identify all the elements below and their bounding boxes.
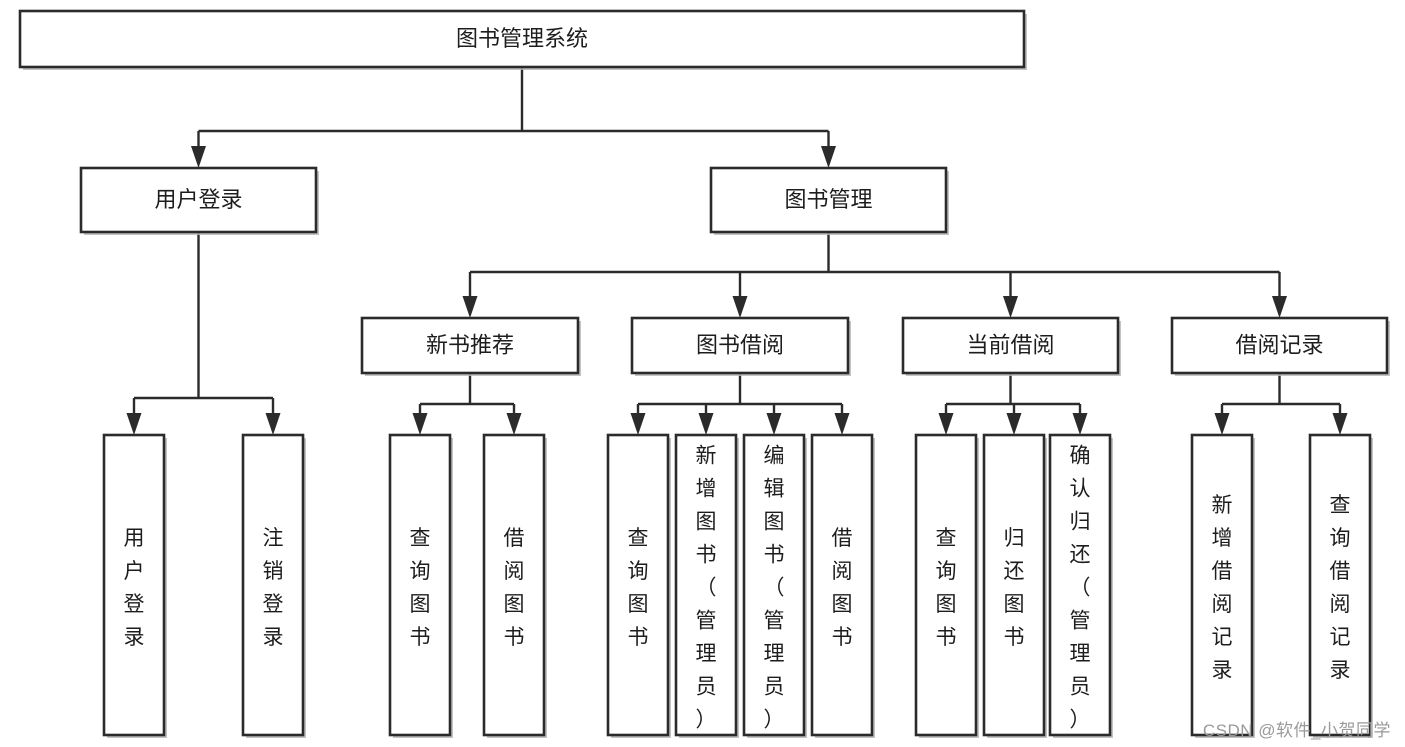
- node-label: 借阅图书: [504, 527, 525, 649]
- node-box[interactable]: [482, 433, 546, 737]
- arrow-head-icon: [938, 413, 954, 435]
- node-box[interactable]: [241, 433, 305, 737]
- node-leaf-query-book-1[interactable]: 查询图书: [388, 433, 453, 738]
- arrow-head-icon: [1214, 413, 1230, 435]
- node-box[interactable]: [1170, 316, 1389, 375]
- arrow-head-icon: [191, 146, 206, 168]
- arrow-head-icon: [1072, 413, 1088, 435]
- node-borrow-record[interactable]: 借阅记录: [1170, 316, 1390, 376]
- node-label: 注销登录: [263, 527, 284, 649]
- node-label: 查询图书: [936, 527, 957, 649]
- node-label: 新书推荐: [426, 332, 514, 357]
- arrow-head-icon: [265, 413, 281, 435]
- arrow-head-icon: [698, 413, 714, 435]
- arrow-head-icon: [1332, 413, 1348, 435]
- node-box[interactable]: [674, 433, 738, 737]
- arrow-head-icon: [412, 413, 428, 435]
- node-leaf-add-record[interactable]: 新增借阅记录: [1190, 433, 1255, 738]
- node-book-borrow[interactable]: 图书借阅: [630, 316, 851, 376]
- arrow-head-icon: [834, 413, 850, 435]
- node-box[interactable]: [810, 433, 874, 737]
- node-label: 查询图书: [628, 527, 649, 649]
- node-new-book-recommend[interactable]: 新书推荐: [360, 316, 581, 376]
- node-user-login[interactable]: 用户登录: [79, 166, 319, 235]
- node-leaf-return-book[interactable]: 归还图书: [982, 433, 1047, 738]
- node-box[interactable]: [630, 316, 850, 375]
- node-leaf-borrow-book-1[interactable]: 借阅图书: [482, 433, 547, 738]
- arrow-head-icon: [1003, 296, 1018, 318]
- node-label: 借阅图书: [832, 527, 853, 649]
- node-leaf-logout[interactable]: 注销登录: [241, 433, 306, 738]
- arrow-head-icon: [506, 413, 522, 435]
- arrow-head-icon: [462, 296, 478, 318]
- node-box[interactable]: [1190, 433, 1254, 737]
- node-label: 图书管理: [784, 187, 872, 212]
- node-box[interactable]: [982, 433, 1046, 737]
- node-leaf-query-book-2[interactable]: 查询图书: [606, 433, 671, 738]
- node-label: 归还图书: [1004, 527, 1025, 649]
- arrow-head-icon: [1006, 413, 1022, 435]
- node-current-borrow[interactable]: 当前借阅: [901, 316, 1121, 376]
- arrow-head-icon: [766, 413, 782, 435]
- node-leaf-borrow-book-2[interactable]: 借阅图书: [810, 433, 875, 738]
- node-label: 编辑图书（管理员）: [764, 445, 785, 732]
- node-label: 新增图书（管理员）: [696, 445, 717, 732]
- node-label: 查询借阅记录: [1330, 494, 1351, 682]
- node-label: 新增借阅记录: [1212, 494, 1233, 682]
- node-box[interactable]: [102, 433, 166, 737]
- node-label: 查询图书: [410, 527, 431, 649]
- arrow-head-icon: [1272, 296, 1287, 318]
- node-layer: 图书管理系统用户登录图书管理新书推荐图书借阅当前借阅借阅记录用户登录注销登录查询…: [18, 9, 1390, 738]
- arrow-head-icon: [732, 296, 748, 318]
- node-root[interactable]: 图书管理系统: [18, 9, 1027, 70]
- node-box[interactable]: [388, 433, 452, 737]
- node-leaf-edit-book[interactable]: 编辑图书（管理员）: [742, 433, 807, 738]
- node-label: 用户登录: [154, 187, 242, 212]
- node-box[interactable]: [914, 433, 978, 737]
- node-label: 借阅记录: [1235, 332, 1323, 357]
- watermark-label: CSDN @软件_小贺同学: [1202, 721, 1391, 740]
- arrow-head-icon: [821, 146, 836, 168]
- node-label: 用户登录: [124, 527, 145, 649]
- edge-group-user-login: [126, 232, 281, 435]
- node-leaf-query-book-3[interactable]: 查询图书: [914, 433, 979, 738]
- node-box[interactable]: [606, 433, 670, 737]
- node-box[interactable]: [709, 166, 948, 234]
- node-box[interactable]: [1048, 433, 1112, 737]
- edge-group-new-book-recommend: [412, 373, 522, 435]
- node-book-manage[interactable]: 图书管理: [709, 166, 949, 235]
- arrow-head-icon: [126, 413, 142, 435]
- edge-group-root: [191, 67, 836, 168]
- node-box[interactable]: [742, 433, 806, 737]
- node-label: 确认归还（管理员）: [1070, 445, 1091, 732]
- node-box[interactable]: [18, 9, 1026, 69]
- node-label: 当前借阅: [966, 332, 1054, 357]
- node-box[interactable]: [1308, 433, 1372, 737]
- node-leaf-add-book[interactable]: 新增图书（管理员）: [674, 433, 739, 738]
- node-box[interactable]: [79, 166, 318, 234]
- node-leaf-confirm-return[interactable]: 确认归还（管理员）: [1048, 433, 1113, 738]
- node-box[interactable]: [901, 316, 1120, 375]
- edge-group-book-borrow: [630, 373, 850, 435]
- node-label: 图书借阅: [696, 332, 784, 357]
- node-leaf-user-login[interactable]: 用户登录: [102, 433, 167, 738]
- edge-layer: [126, 67, 1348, 435]
- edge-group-borrow-record: [1214, 373, 1348, 435]
- node-label: 图书管理系统: [456, 26, 588, 51]
- node-leaf-query-record[interactable]: 查询借阅记录: [1308, 433, 1373, 738]
- node-box[interactable]: [360, 316, 580, 375]
- arrow-head-icon: [630, 413, 646, 435]
- edge-group-current-borrow: [938, 373, 1088, 435]
- edge-group-book-manage: [462, 232, 1287, 318]
